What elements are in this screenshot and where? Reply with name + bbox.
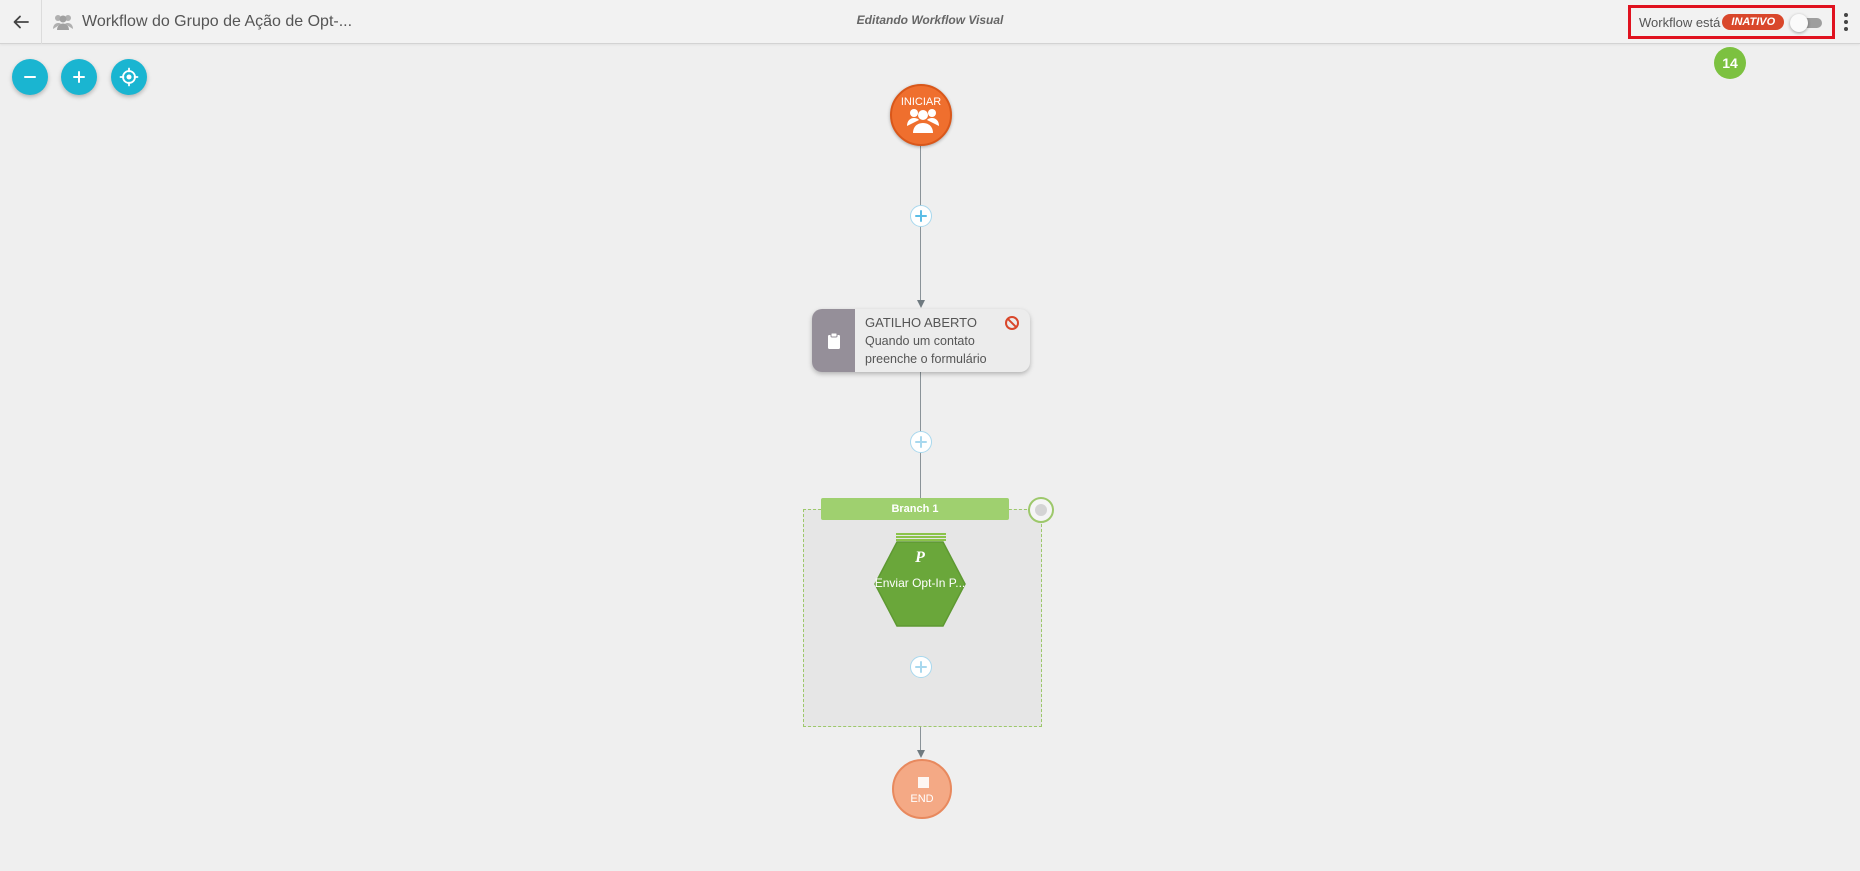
- plus-icon: [915, 436, 927, 448]
- start-label: INICIAR: [900, 96, 942, 108]
- add-step-button[interactable]: [910, 656, 932, 678]
- top-bar: Workflow do Grupo de Ação de Opt-... Edi…: [0, 0, 1860, 44]
- kebab-dot: [1844, 20, 1848, 24]
- workflow-status-panel: Workflow está INATIVO: [1628, 5, 1835, 39]
- target-icon: [119, 67, 139, 87]
- start-node[interactable]: INICIAR: [890, 84, 952, 146]
- stack-line: [896, 536, 946, 538]
- plus-icon: [73, 71, 85, 83]
- arrow-left-icon: [13, 15, 29, 29]
- pipedrive-icon: P: [915, 549, 925, 566]
- action-node[interactable]: P Enviar Opt-In P...: [874, 541, 966, 627]
- add-step-button[interactable]: [910, 205, 932, 227]
- users-icon: [53, 15, 73, 30]
- connector-arrow: [917, 300, 925, 308]
- status-label: Workflow está: [1639, 14, 1721, 30]
- connector-arrow: [917, 750, 925, 758]
- minus-icon: [24, 76, 36, 78]
- zoom-in-button[interactable]: [61, 59, 97, 95]
- hexagon-shape: [874, 541, 966, 627]
- plus-icon: [915, 210, 927, 222]
- close-icon: [1035, 504, 1047, 516]
- kebab-dot: [1844, 13, 1848, 17]
- ban-icon[interactable]: [1004, 315, 1020, 331]
- center-view-button[interactable]: [111, 59, 147, 95]
- stop-icon: [918, 777, 929, 788]
- trigger-icon-panel: [812, 309, 855, 372]
- trigger-description: Quando um contato preenche o formulário: [865, 334, 987, 366]
- trigger-title: GATILHO ABERTO: [865, 315, 977, 330]
- toggle-track: [1794, 18, 1823, 28]
- status-badge: INATIVO: [1722, 14, 1785, 30]
- add-step-button[interactable]: [910, 431, 932, 453]
- plus-icon: [915, 661, 927, 673]
- branch-remove-button[interactable]: [1028, 497, 1054, 523]
- action-label: Enviar Opt-In P...: [874, 576, 966, 590]
- zoom-out-button[interactable]: [12, 59, 48, 95]
- back-button[interactable]: [0, 0, 42, 44]
- count-badge: 14: [1714, 47, 1746, 79]
- trigger-node[interactable]: GATILHO ABERTO Quando um contato preench…: [812, 309, 1030, 372]
- more-options-icon[interactable]: [1838, 12, 1854, 32]
- workflow-title-group: Workflow do Grupo de Ação de Opt-...: [52, 0, 352, 44]
- branch-label[interactable]: Branch 1: [821, 498, 1009, 520]
- stack-line: [896, 533, 946, 535]
- connector-line: [920, 372, 921, 535]
- users-icon: [907, 109, 939, 133]
- end-node[interactable]: END: [892, 759, 952, 819]
- toggle-knob: [1790, 14, 1809, 32]
- end-label: END: [910, 793, 934, 805]
- clipboard-icon: [827, 332, 840, 349]
- kebab-dot: [1844, 27, 1848, 31]
- workflow-active-toggle[interactable]: [1790, 14, 1824, 32]
- stack-line: [896, 539, 946, 541]
- stack-indicator: [896, 533, 946, 542]
- workflow-title: Workflow do Grupo de Ação de Opt-...: [82, 13, 353, 30]
